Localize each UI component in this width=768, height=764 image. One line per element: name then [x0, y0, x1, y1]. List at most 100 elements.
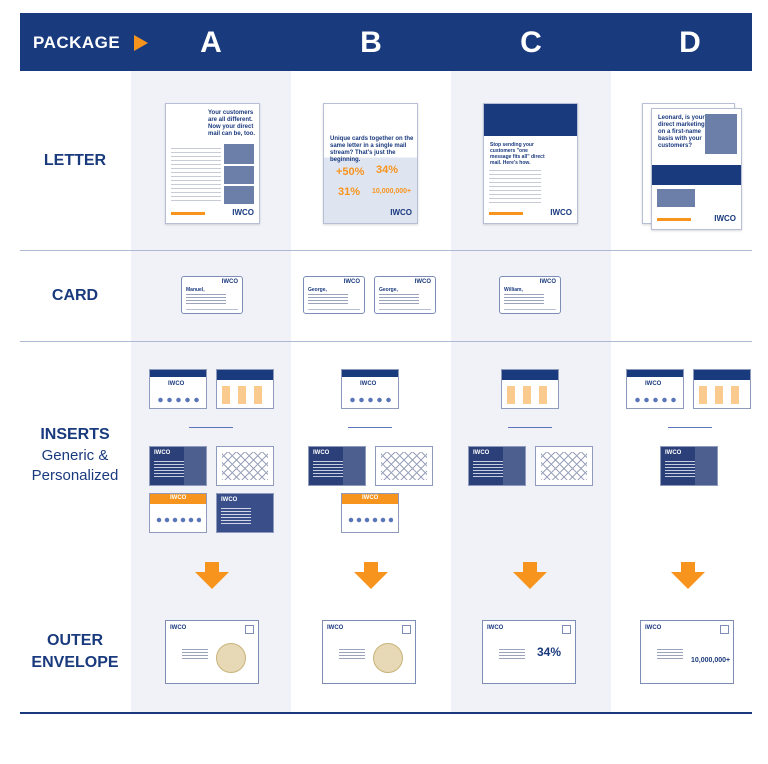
card-a: IWCO Manuel, [181, 276, 243, 314]
letter-c-headline: Stop sending your customers "one message… [490, 142, 545, 166]
row-divider [20, 250, 752, 251]
row-label-letter: LETTER [20, 150, 130, 172]
column-header-d: D [679, 26, 701, 59]
envelope-seal-graphic [373, 643, 403, 673]
card-text [504, 294, 544, 304]
insert-text [665, 461, 695, 479]
letter-a-body-text [171, 148, 221, 202]
card-text [186, 294, 226, 304]
letter-a-thumbnail: Your customers are all different. Now yo… [165, 103, 260, 224]
insert-icons [155, 516, 201, 524]
insert-diagram [375, 446, 433, 486]
insert-personalized-photo: IWCO [308, 446, 366, 486]
insert-text [313, 461, 343, 479]
insert-logo: IWCO [645, 381, 662, 387]
envelope-c: IWCO 34% [482, 620, 576, 684]
insert-diagram-art [541, 452, 587, 480]
letter-b-headline: Unique cards together on the same letter… [330, 136, 414, 163]
card-footer [504, 309, 556, 310]
insert-photo [184, 447, 206, 485]
letter-b-stat-3: 31% [338, 186, 361, 198]
letter-b-stat-2: 34% [376, 164, 399, 176]
column-header-b: B [360, 26, 382, 59]
insert-logo: IWCO [360, 381, 377, 387]
envelope-a: IWCO [165, 620, 259, 684]
insert-logo: IWCO [665, 450, 682, 456]
card-c: IWCO William, [499, 276, 561, 314]
letter-d-blue-band [652, 165, 741, 185]
envelope-logo: IWCO [487, 625, 504, 631]
insert-separator [668, 427, 712, 428]
card-logo: IWCO [221, 279, 238, 285]
letter-c-logo: IWCO [550, 208, 572, 217]
card-logo: IWCO [539, 279, 556, 285]
card-text [308, 294, 348, 304]
insert-stat-cells [699, 386, 745, 404]
row-label-letter-text: LETTER [43, 152, 107, 169]
insert-photo [343, 447, 365, 485]
play-arrow-icon [134, 35, 148, 51]
column-header-a: A [200, 26, 222, 59]
insert-header-bar [502, 370, 558, 380]
letter-a-logo: IWCO [232, 208, 254, 217]
envelope-logo: IWCO [645, 625, 662, 631]
insert-header-bar [150, 494, 206, 504]
insert-logo: IWCO [154, 450, 171, 456]
letter-b-stat-4: 10,000,000+ [372, 188, 412, 195]
envelope-stamp [245, 625, 254, 634]
insert-icons [347, 516, 393, 524]
insert-logo: IWCO [168, 381, 185, 387]
insert-header-bar [694, 370, 750, 380]
row-label-card: CARD [20, 285, 130, 307]
insert-orange-header: IWCO [149, 493, 207, 533]
insert-diagram-art [222, 452, 268, 480]
insert-personalized-photo: IWCO [468, 446, 526, 486]
row-divider [20, 341, 752, 342]
package-label: PACKAGE [33, 33, 121, 52]
insert-diagram [216, 446, 274, 486]
letter-c-body-text [489, 170, 541, 204]
table-bottom-rule [20, 712, 752, 714]
row-label-inserts: INSERTS Generic & Personalized [20, 424, 130, 486]
letter-b-stat-1: +50% [336, 166, 365, 178]
insert-text [221, 508, 251, 526]
letter-a-photo [224, 186, 254, 204]
insert-logo: IWCO [473, 450, 490, 456]
card-text [379, 294, 419, 304]
envelope-seal-graphic [216, 643, 246, 673]
insert-diagram-art [381, 452, 427, 480]
card-footer [308, 309, 360, 310]
insert-photo [503, 447, 525, 485]
insert-stat-cells [222, 386, 268, 404]
letter-d-photo [705, 114, 737, 154]
column-header-c: C [520, 26, 542, 59]
row-label-outer-envelope: OUTER ENVELOPE [20, 630, 130, 674]
letter-d-headline: Leonard, is your direct marketing on a f… [658, 115, 705, 149]
envelope-logo: IWCO [327, 625, 344, 631]
letter-b-logo: IWCO [390, 208, 412, 217]
down-arrow-icon [195, 562, 229, 589]
insert-logos: IWCO [149, 369, 207, 409]
card-name: William, [504, 287, 523, 293]
letter-c-thumbnail: Stop sending your customers "one message… [483, 103, 578, 224]
insert-badges [633, 396, 679, 404]
row-label-card-text: CARD [51, 287, 99, 304]
envelope-stamp [402, 625, 411, 634]
insert-personalized-dark: IWCO [216, 493, 274, 533]
insert-header-bar [342, 494, 398, 504]
insert-logo: IWCO [221, 497, 238, 503]
card-footer [186, 309, 238, 310]
insert-photo [695, 447, 717, 485]
letter-d-logo: IWCO [714, 214, 736, 223]
envelope-d: IWCO 10,000,000+ [640, 620, 734, 684]
letter-a-photo [224, 144, 254, 164]
envelope-address [182, 649, 208, 661]
card-name: Manuel, [186, 287, 205, 293]
insert-personalized-photo: IWCO [660, 446, 718, 486]
letter-b-thumbnail: Unique cards together on the same letter… [323, 103, 418, 224]
letter-d-cta [657, 218, 691, 221]
letter-c-cta [489, 212, 523, 215]
envelope-address [339, 649, 365, 661]
insert-separator [508, 427, 552, 428]
envelope-stamp [720, 625, 729, 634]
